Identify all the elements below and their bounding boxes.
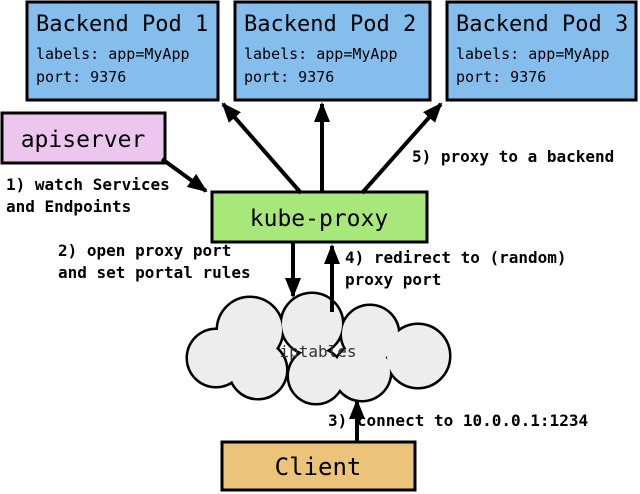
annotation-step2-line2: and set portal rules (58, 263, 251, 282)
backend-pod-3-title: Backend Pod 3 (456, 12, 628, 37)
iptables-cloud-body (188, 294, 449, 403)
kube-proxy-node: kube-proxy (210, 190, 429, 244)
kube-proxy-box (210, 190, 429, 244)
backend-pod-1-box (25, 0, 220, 102)
backend-pod-2: Backend Pod 2 labels: app=MyApp port: 93… (233, 0, 432, 102)
backend-pod-2-box (233, 0, 432, 102)
backend-pod-2-title: Backend Pod 2 (244, 12, 416, 37)
backend-pod-3-box (445, 0, 638, 102)
backend-pod-1-title: Backend Pod 1 (36, 12, 208, 37)
annotation-step4-line2: proxy port (345, 270, 441, 289)
backend-pod-1-labels: labels: app=MyApp (36, 45, 190, 63)
kube-proxy-label: kube-proxy (250, 206, 388, 232)
backend-pod-3-labels: labels: app=MyApp (456, 45, 610, 63)
iptables-cloud: iptables (185, 291, 452, 406)
arrow-kube-proxy-to-pod3 (360, 102, 443, 195)
annotation-step2-line1: 2) open proxy port (58, 241, 231, 260)
iptables-label: iptables (279, 342, 356, 361)
client-box (220, 440, 417, 492)
arrow-apiserver-to-kube-proxy (160, 157, 208, 193)
backend-pod-2-labels: labels: app=MyApp (244, 45, 398, 63)
annotation-step5: 5) proxy to a backend (412, 147, 614, 166)
apiserver-node: apiserver (0, 111, 167, 165)
client-node: Client (220, 440, 417, 492)
annotation-step1-line1: 1) watch Services (6, 175, 170, 194)
backend-pod-3-port: port: 9376 (456, 68, 546, 86)
apiserver-box (0, 111, 167, 165)
backend-pod-3: Backend Pod 3 labels: app=MyApp port: 93… (445, 0, 638, 102)
apiserver-label: apiserver (21, 127, 146, 153)
annotation-step4-line1: 4) redirect to (random) (345, 248, 567, 267)
annotation-step3: 3) connect to 10.0.0.1:1234 (328, 411, 588, 430)
client-label: Client (275, 453, 362, 481)
annotation-step1-line2: and Endpoints (6, 197, 131, 216)
backend-pod-1: Backend Pod 1 labels: app=MyApp port: 93… (25, 0, 220, 102)
backend-pod-1-port: port: 9376 (36, 68, 126, 86)
arrow-kube-proxy-to-pod1 (221, 102, 303, 195)
backend-pod-2-port: port: 9376 (244, 68, 334, 86)
